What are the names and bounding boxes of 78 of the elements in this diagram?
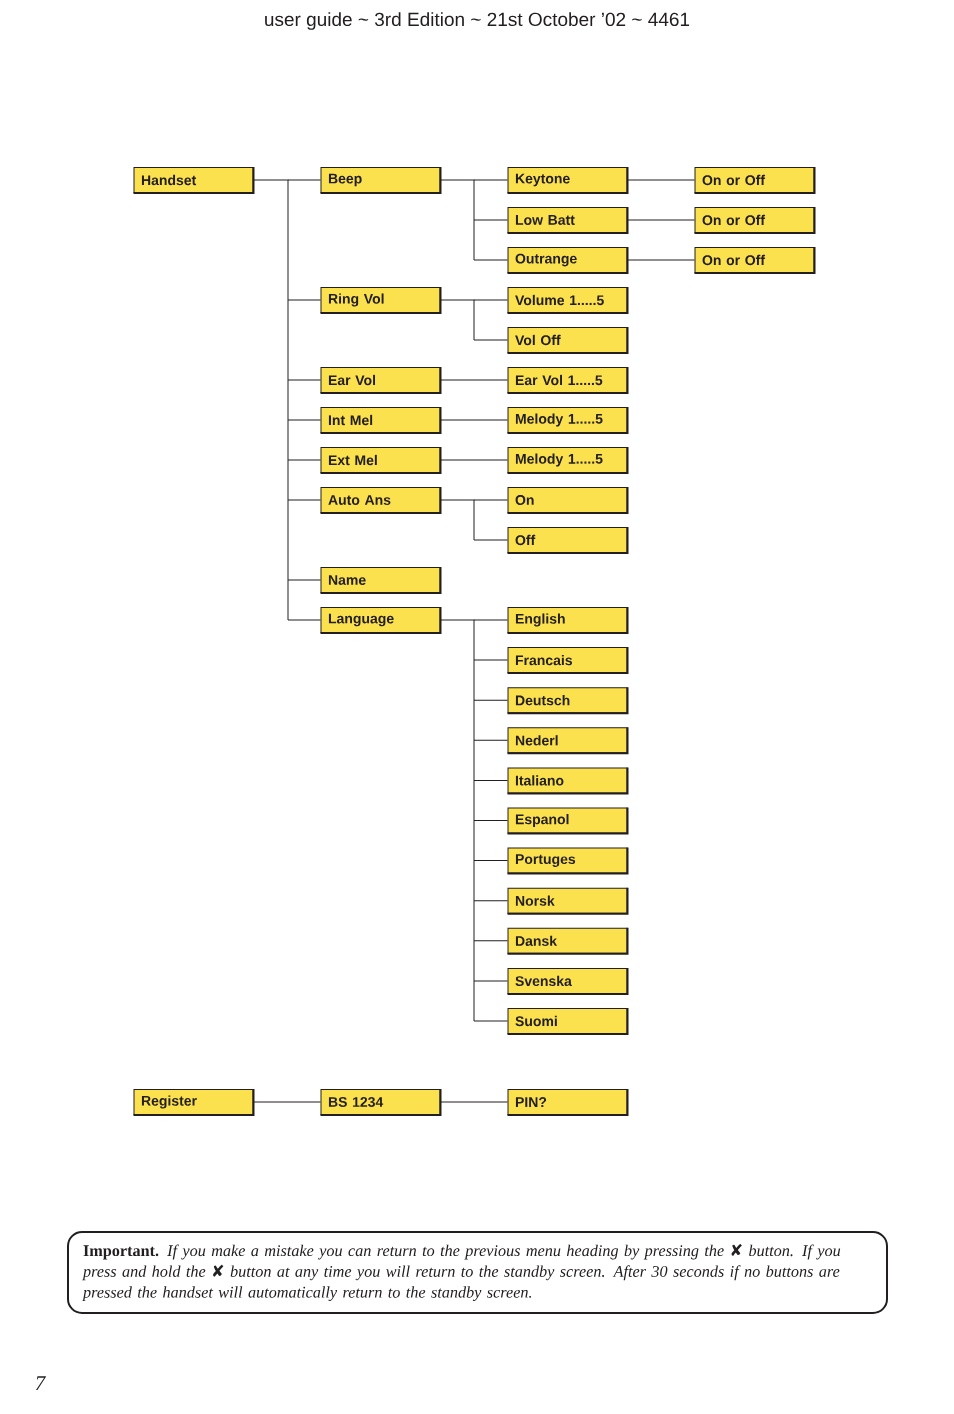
connector-line (473, 1020, 508, 1022)
connector-line (253, 1101, 321, 1103)
menu-box: Italiano (506, 766, 629, 795)
menu-box: Suomi (506, 1007, 629, 1035)
connector-trunk (253, 179, 289, 621)
menu-box: Deutsch (506, 686, 629, 715)
menu-box: Ear Vol (319, 366, 442, 394)
connector-line (287, 579, 321, 581)
menu-box: Melody 1.....5 (506, 446, 629, 474)
connector-trunk (440, 299, 475, 341)
connector-line (287, 459, 321, 461)
menu-box: Outrange (506, 246, 629, 274)
menu-box: On (506, 486, 629, 514)
menu-box: On or Off (693, 246, 816, 274)
connector-line (473, 659, 508, 661)
connector-line (473, 739, 508, 741)
connector-line (473, 980, 508, 982)
menu-box: Int Mel (319, 406, 442, 434)
menu-box: Off (506, 526, 629, 554)
menu-box: Nederl (506, 726, 629, 755)
menu-box: Vol Off (506, 326, 629, 354)
connector-line (473, 860, 508, 862)
connector-line (627, 179, 695, 181)
connector-line (287, 179, 321, 181)
menu-box: Low Batt (506, 206, 629, 234)
connector-line (473, 779, 508, 781)
page-number: 7 (35, 1376, 46, 1390)
connector-line (473, 219, 508, 221)
connector-line (287, 419, 321, 421)
connector-line (473, 179, 508, 181)
menu-box: Portuges (506, 846, 629, 875)
menu-box: On or Off (693, 166, 816, 194)
connector-line (440, 419, 508, 421)
menu-box: Melody 1.....5 (506, 406, 629, 434)
menu-box: PIN? (506, 1088, 629, 1116)
menu-box: Ring Vol (319, 286, 442, 314)
menu-box: Auto Ans (319, 486, 442, 514)
menu-box: BS 1234 (319, 1088, 442, 1116)
menu-box: Handset (132, 166, 255, 194)
menu-box: Svenska (506, 966, 629, 995)
menu-box: Name (319, 566, 442, 594)
connector-line (473, 259, 508, 261)
menu-box: Espanol (506, 806, 629, 835)
note-box: Important. If you make a mistake you can return to the previous menu heading by pressing the ✘ button. If you press and hold the ✘ button at any time you will return to the standby screen. After 30 seconds if no buttons are pressed the handset will automatically return to the standby screen. (67, 1231, 888, 1314)
menu-box: Keytone (506, 166, 629, 194)
menu-box: English (506, 606, 629, 634)
connector-line (287, 619, 321, 621)
connector-line (473, 900, 508, 902)
menu-box: Ext Mel (319, 446, 442, 474)
connector-line (473, 940, 508, 942)
menu-box: Register (132, 1088, 255, 1116)
connector-line (440, 459, 508, 461)
connector-line (627, 259, 695, 261)
connector-trunk (440, 499, 475, 541)
connector-line (473, 820, 508, 821)
menu-box: Norsk (506, 886, 629, 915)
connector-line (473, 699, 508, 701)
menu-box: Dansk (506, 926, 629, 955)
menu-box: Beep (319, 166, 442, 194)
menu-box: Language (319, 606, 442, 634)
menu-box: Francais (506, 646, 629, 675)
connector-line (473, 619, 508, 621)
connector-line (473, 539, 508, 541)
connector-line (440, 1101, 508, 1103)
connector-line (473, 339, 508, 341)
connector-line (473, 299, 508, 301)
menu-box: Volume 1.....5 (506, 286, 629, 314)
connector-trunk (440, 619, 475, 1022)
connector-line (440, 379, 508, 381)
connector-trunk (440, 179, 475, 261)
connector-line (287, 499, 321, 501)
menu-box: On or Off (693, 206, 816, 234)
connector-line (473, 499, 508, 501)
connector-line (287, 299, 321, 301)
running-header: user guide ~ 3rd Edition ~ 21st October ’02 ~ 4461 (265, 12, 690, 30)
connector-line (287, 379, 321, 381)
connector-line (627, 219, 695, 221)
menu-box: Ear Vol 1.....5 (506, 366, 629, 394)
